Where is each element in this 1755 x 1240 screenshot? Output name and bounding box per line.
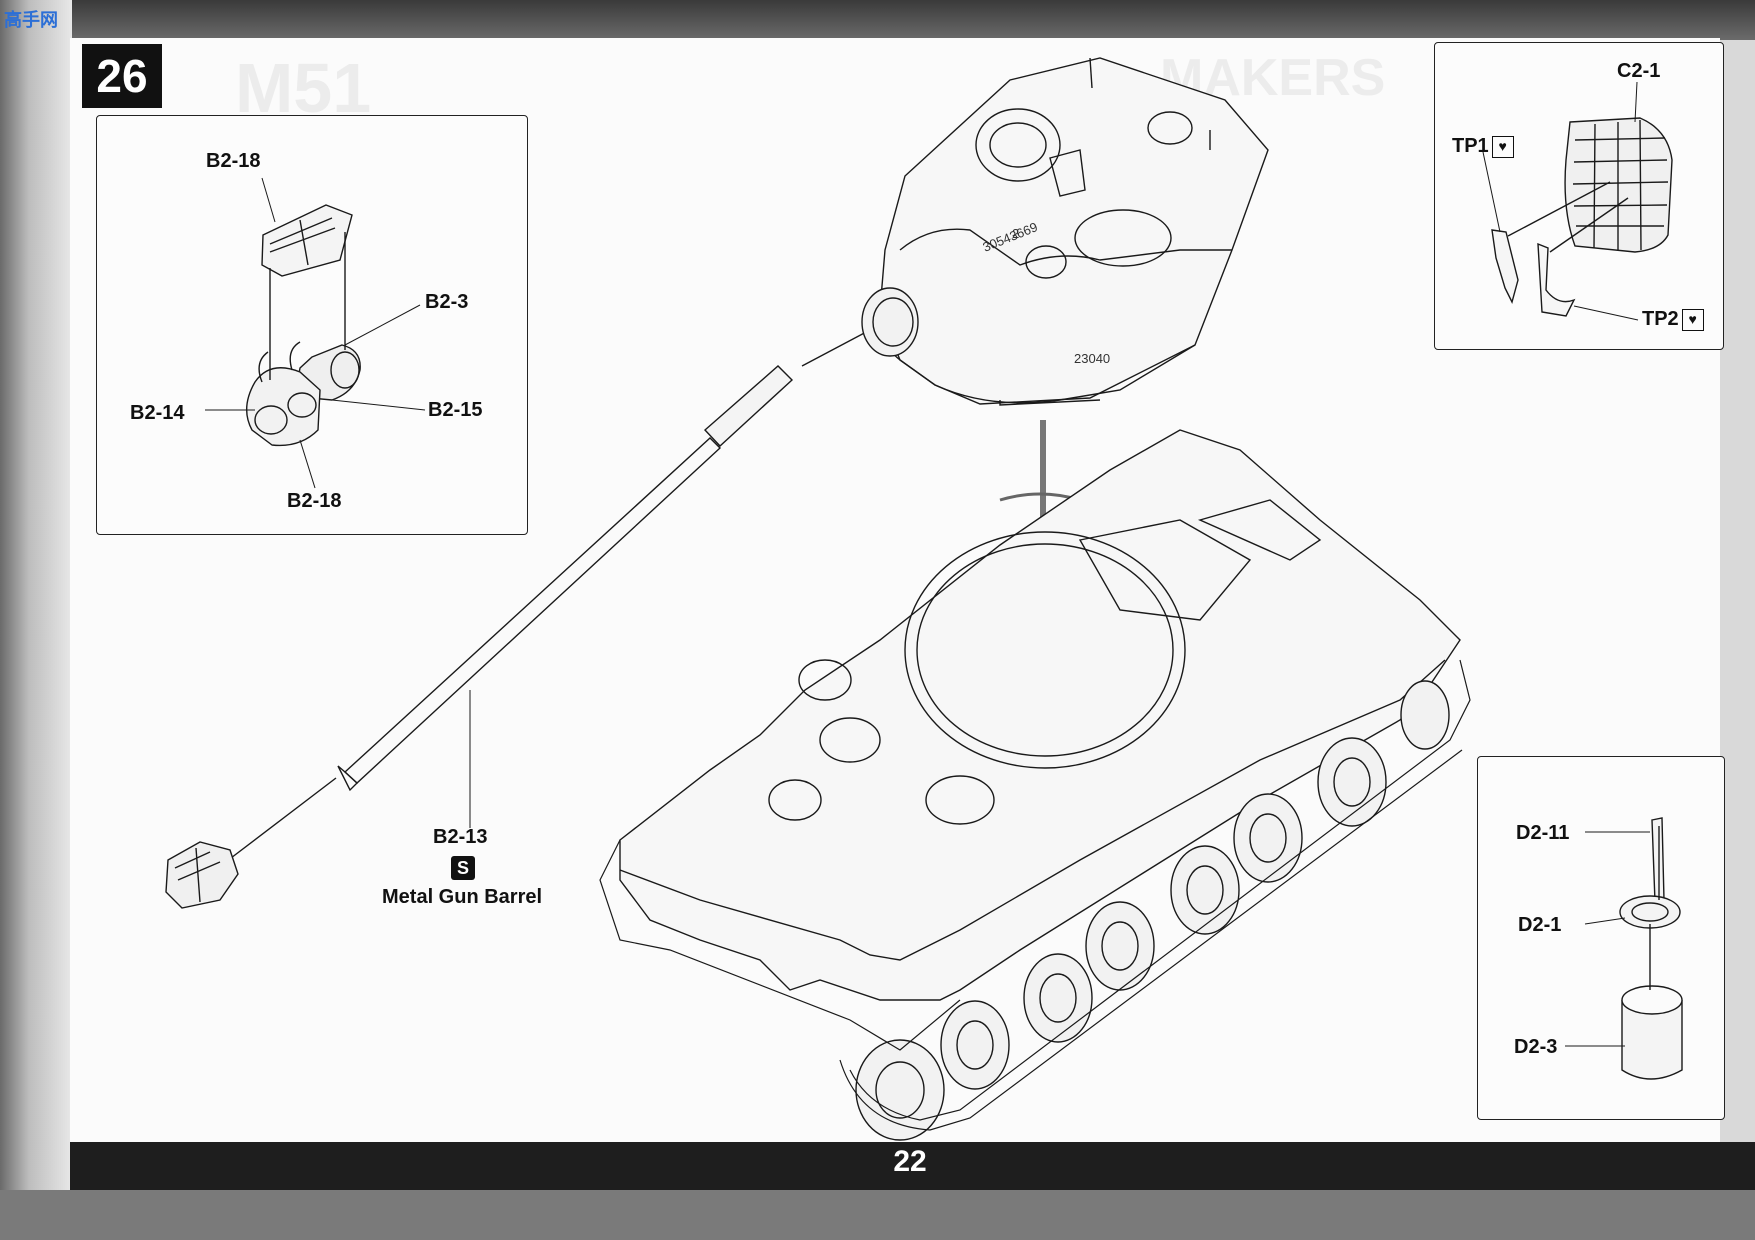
inset-track-guard — [96, 115, 528, 535]
part-d2-1-lid — [1619, 895, 1681, 929]
label-b2-14: B2-14 — [130, 402, 185, 424]
label-b2-15: B2-15 — [428, 399, 483, 421]
part-b2-18-top — [261, 204, 353, 277]
tp2-text: TP2 — [1642, 308, 1679, 330]
part-b2-14-15 — [246, 341, 321, 447]
label-d2-3: D2-3 — [1514, 1036, 1558, 1058]
book-spine-shadow — [0, 0, 72, 1240]
part-d2-3-can — [1621, 985, 1683, 1080]
turret-number-text: 23040 — [1074, 351, 1110, 366]
heart-icon: ♥ — [1491, 135, 1514, 158]
step-number: 26 — [82, 44, 162, 108]
gun-barrel — [337, 365, 794, 792]
tp1-text: TP1 — [1452, 135, 1489, 157]
label-tp2: TP2♥ — [1642, 308, 1704, 331]
label-b2-13: B2-13 — [433, 826, 488, 848]
part-tp2 — [1537, 242, 1576, 317]
bottom-page-band — [70, 1142, 1755, 1190]
scanner-background — [0, 1190, 1755, 1240]
top-page-edge — [0, 0, 1755, 40]
heart-icon: ♥ — [1681, 308, 1704, 331]
label-c2-1: C2-1 — [1617, 60, 1661, 82]
part-c2-1-cable-coil — [1564, 117, 1673, 253]
track — [599, 659, 1471, 1131]
part-d2-11-handle — [1651, 817, 1665, 903]
part-tp1 — [1491, 229, 1519, 304]
muzzle-brake — [165, 841, 239, 909]
turret — [861, 57, 1269, 406]
label-tp1: TP1♥ — [1452, 135, 1514, 158]
site-watermark: 高手网 — [4, 10, 58, 30]
hull — [619, 429, 1461, 1001]
label-b2-3: B2-3 — [425, 291, 469, 313]
label-b2-18-top: B2-18 — [206, 150, 261, 172]
metal-gun-barrel-note: Metal Gun Barrel — [382, 886, 543, 908]
turret-hatch-text: 2 — [1012, 226, 1019, 241]
label-b2-18-bottom: B2-18 — [287, 490, 342, 512]
metal-part-icon: S — [451, 856, 475, 880]
inset-fuel-can — [1477, 756, 1725, 1120]
label-d2-1: D2-1 — [1518, 914, 1562, 936]
label-d2-11: D2-11 — [1516, 822, 1570, 844]
bleedthrough-text: M51 — [235, 49, 372, 127]
road-wheels — [855, 680, 1450, 1141]
page-number: 22 — [893, 1145, 927, 1178]
